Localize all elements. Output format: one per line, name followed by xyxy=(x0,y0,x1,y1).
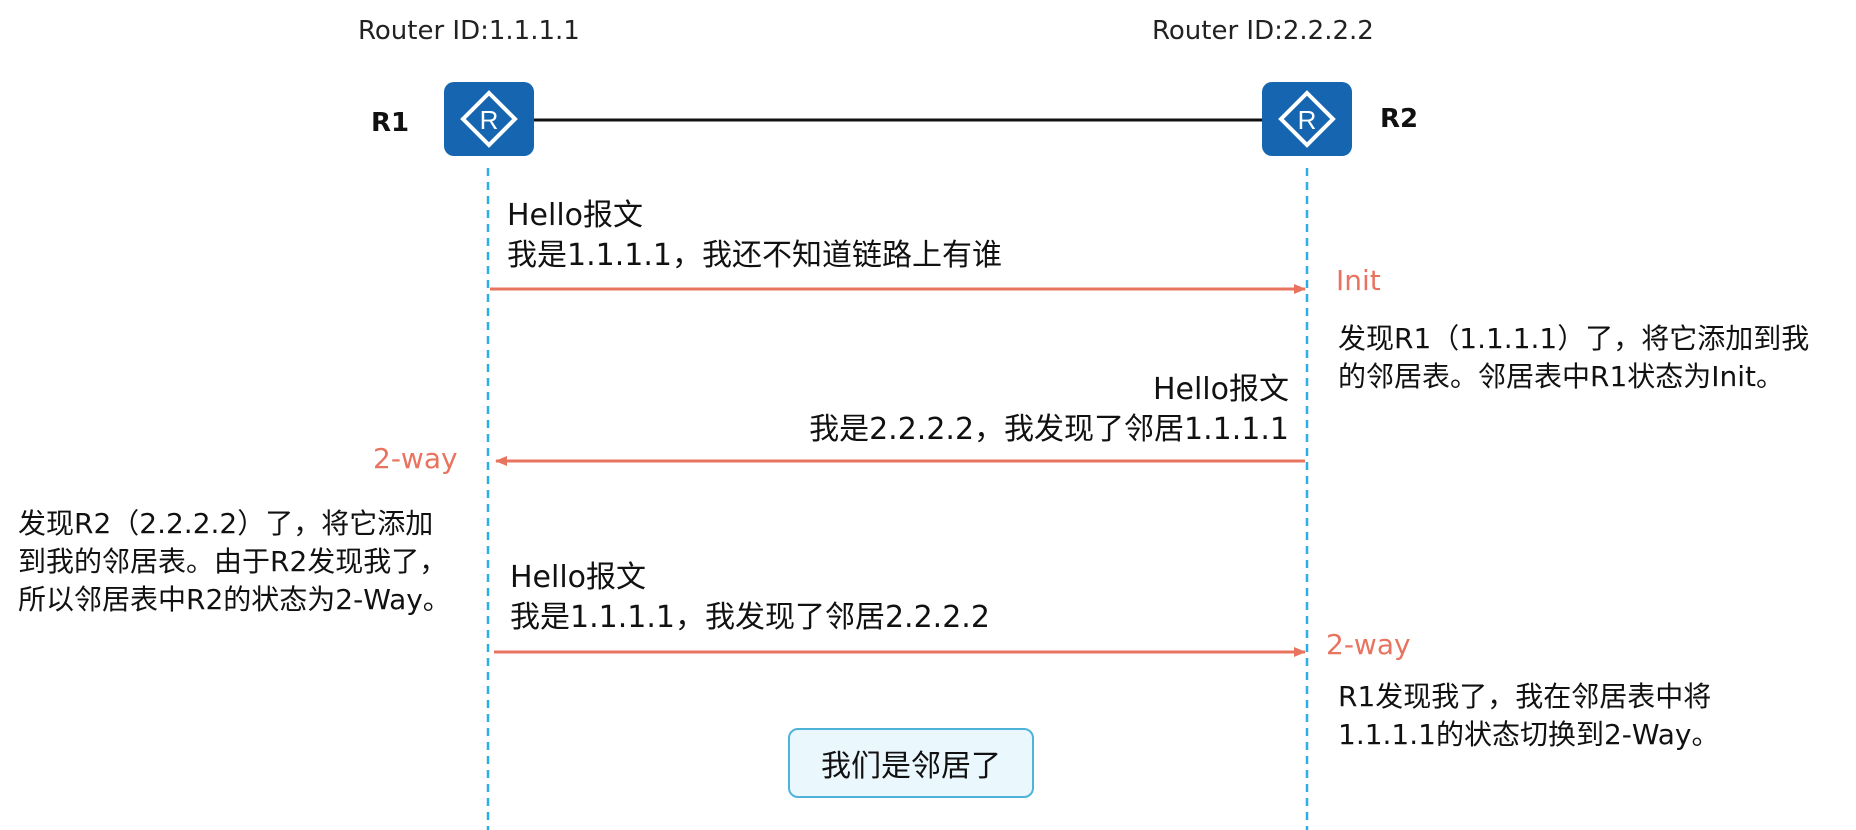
svg-text:R: R xyxy=(480,105,499,135)
note-line: 所以邻居表中R2的状态为2-Way。 xyxy=(18,583,451,616)
r1-state-2way: 2-way xyxy=(373,442,458,475)
note-line: 1.1.1.1的状态切换到2-Way。 xyxy=(1338,718,1720,751)
hello-2-body: 我是2.2.2.2，我发现了邻居1.1.1.1 xyxy=(809,412,1289,447)
svg-text:R: R xyxy=(1298,105,1317,135)
router-icon: R xyxy=(1278,90,1336,148)
hello-3-title: Hello报文 xyxy=(510,560,647,595)
hello-1-title: Hello报文 xyxy=(507,198,644,233)
r2-note-1: 发现R1（1.1.1.1）了，将它添加到我 的邻居表。邻居表中R1状态为Init… xyxy=(1338,320,1809,396)
note-line: 发现R1（1.1.1.1）了，将它添加到我 xyxy=(1338,322,1810,355)
r2-router[interactable]: R xyxy=(1262,82,1352,156)
hello-3-body: 我是1.1.1.1，我发现了邻居2.2.2.2 xyxy=(510,600,990,635)
hello-1-body: 我是1.1.1.1，我还不知道链路上有谁 xyxy=(507,238,1002,273)
note-line: R1发现我了，我在邻居表中将 xyxy=(1338,680,1712,713)
router-icon: R xyxy=(460,90,518,148)
note-line: 的邻居表。邻居表中R1状态为Init。 xyxy=(1338,360,1785,393)
r1-note: 发现R2（2.2.2.2）了，将它添加 到我的邻居表。由于R2发现我了， 所以邻… xyxy=(18,505,451,619)
neighbor-result-badge: 我们是邻居了 xyxy=(788,728,1034,798)
note-line: 到我的邻居表。由于R2发现我了， xyxy=(18,545,448,578)
note-line: 发现R2（2.2.2.2）了，将它添加 xyxy=(18,507,434,540)
r2-state-2way: 2-way xyxy=(1326,628,1411,661)
r2-label: R2 xyxy=(1380,104,1419,134)
r2-note-2: R1发现我了，我在邻居表中将 1.1.1.1的状态切换到2-Way。 xyxy=(1338,678,1720,754)
r1-router[interactable]: R xyxy=(444,82,534,156)
r2-router-id: Router ID:2.2.2.2 xyxy=(1152,16,1374,46)
r2-state-init: Init xyxy=(1336,264,1381,297)
hello-2-title: Hello报文 xyxy=(1152,372,1289,407)
r1-label: R1 xyxy=(371,108,410,138)
r1-router-id: Router ID:1.1.1.1 xyxy=(358,16,580,46)
